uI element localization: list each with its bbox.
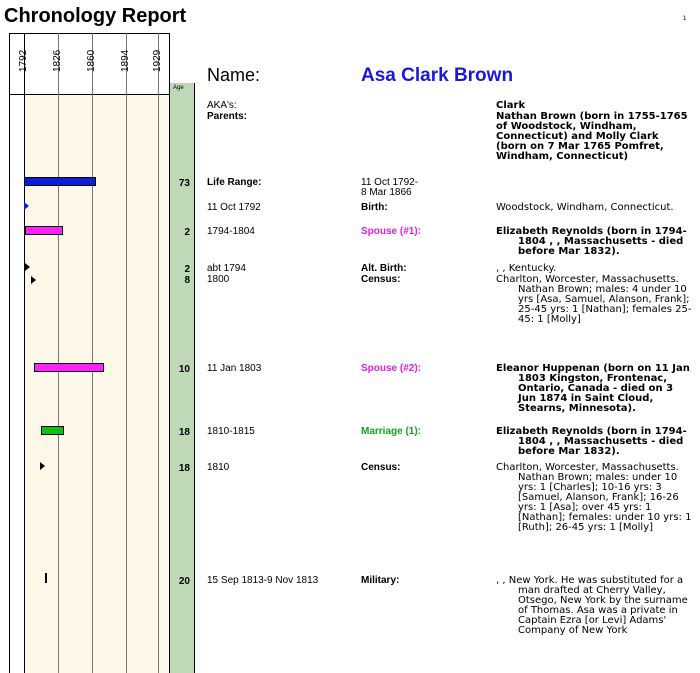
event-date: 1800 <box>207 274 230 285</box>
event-label: Marriage (1): <box>361 426 422 437</box>
timeline-left-border <box>9 33 10 673</box>
year-line-1894 <box>126 33 127 673</box>
event-description: , , Kentucky. <box>496 263 557 274</box>
birth-marker-icon <box>24 202 29 210</box>
age-column <box>169 83 195 673</box>
age-header: Age <box>173 85 184 91</box>
event-date: 11 Oct 1792 <box>207 202 261 213</box>
event-description: Woodstock, Windham, Connecticut. <box>496 202 674 213</box>
name-label: Name: <box>207 65 261 85</box>
event-label: Military: <box>361 575 400 586</box>
event-label: Spouse (#2): <box>361 363 422 374</box>
census-1800-marker-icon <box>31 276 36 284</box>
event-date: 1794-1804 <box>207 226 255 237</box>
year-line-1860 <box>92 33 93 673</box>
page-number: 1 <box>683 16 687 22</box>
year-line-1929 <box>158 33 159 673</box>
spouse-2-bar <box>34 363 104 372</box>
age-column-left-line <box>169 33 170 673</box>
year-line-1792 <box>24 33 25 673</box>
aka-label: AKA's: <box>207 100 237 111</box>
event-label: Spouse (#1): <box>361 226 422 237</box>
event-age: 2 <box>184 264 190 275</box>
event-age: 20 <box>178 576 190 587</box>
event-description: Eleanor Huppenan (born on 11 Jan 1803 Ki… <box>496 363 690 414</box>
year-line-1826 <box>58 33 59 673</box>
event-label: Alt. Birth: <box>361 263 407 274</box>
year-label: 1894 <box>120 49 131 72</box>
parents-value: Nathan Brown (born in 1755-1765 of Woods… <box>496 111 688 162</box>
event-age: 18 <box>178 427 190 438</box>
timeline-header-divider <box>9 94 169 95</box>
marriage-1-bar <box>41 426 64 435</box>
parents-label: Parents: <box>207 111 248 122</box>
alt-birth-marker-icon <box>25 263 30 271</box>
report-title: Chronology Report <box>4 5 187 27</box>
year-label: 1860 <box>86 49 97 72</box>
spouse-1-bar <box>25 226 63 235</box>
event-date: Life Range: <box>207 177 262 188</box>
event-description: , , New York. He was substituted for a m… <box>496 575 688 636</box>
life-range-bar <box>24 177 96 186</box>
event-date: abt 1794 <box>207 263 246 274</box>
event-description: Elizabeth Reynolds (born in 1794-1804 , … <box>496 226 687 257</box>
event-label: Birth: <box>361 202 388 213</box>
event-description: Charlton, Worcester, Massachusetts. Nath… <box>496 462 692 533</box>
event-age: 2 <box>184 227 190 238</box>
event-age: 10 <box>178 364 190 375</box>
event-description: Charlton, Worcester, Massachusetts. Nath… <box>496 274 692 325</box>
timeline-top-border <box>9 33 169 34</box>
event-age: 18 <box>178 463 190 474</box>
event-date: 11 Jan 1803 <box>207 363 262 374</box>
event-age: 8 <box>184 275 190 286</box>
event-description: Elizabeth Reynolds (born in 1794-1804 , … <box>496 426 687 457</box>
year-label: 1792 <box>18 49 29 72</box>
year-label: 1929 <box>152 49 163 72</box>
event-date: 15 Sep 1813-9 Nov 1813 <box>207 575 319 586</box>
military-marker-icon <box>45 573 47 583</box>
event-label: 11 Oct 1792- 8 Mar 1866 <box>361 177 419 198</box>
census-1810-marker-icon <box>40 462 45 470</box>
event-age: 73 <box>178 178 190 189</box>
event-label: Census: <box>361 462 401 473</box>
timeline-background <box>24 95 169 673</box>
event-date: 1810-1815 <box>207 426 255 437</box>
event-date: 1810 <box>207 462 230 473</box>
person-name: Asa Clark Brown <box>361 65 514 86</box>
aka-value: Clark <box>496 100 526 111</box>
year-label: 1826 <box>52 49 63 72</box>
event-label: Census: <box>361 274 401 285</box>
